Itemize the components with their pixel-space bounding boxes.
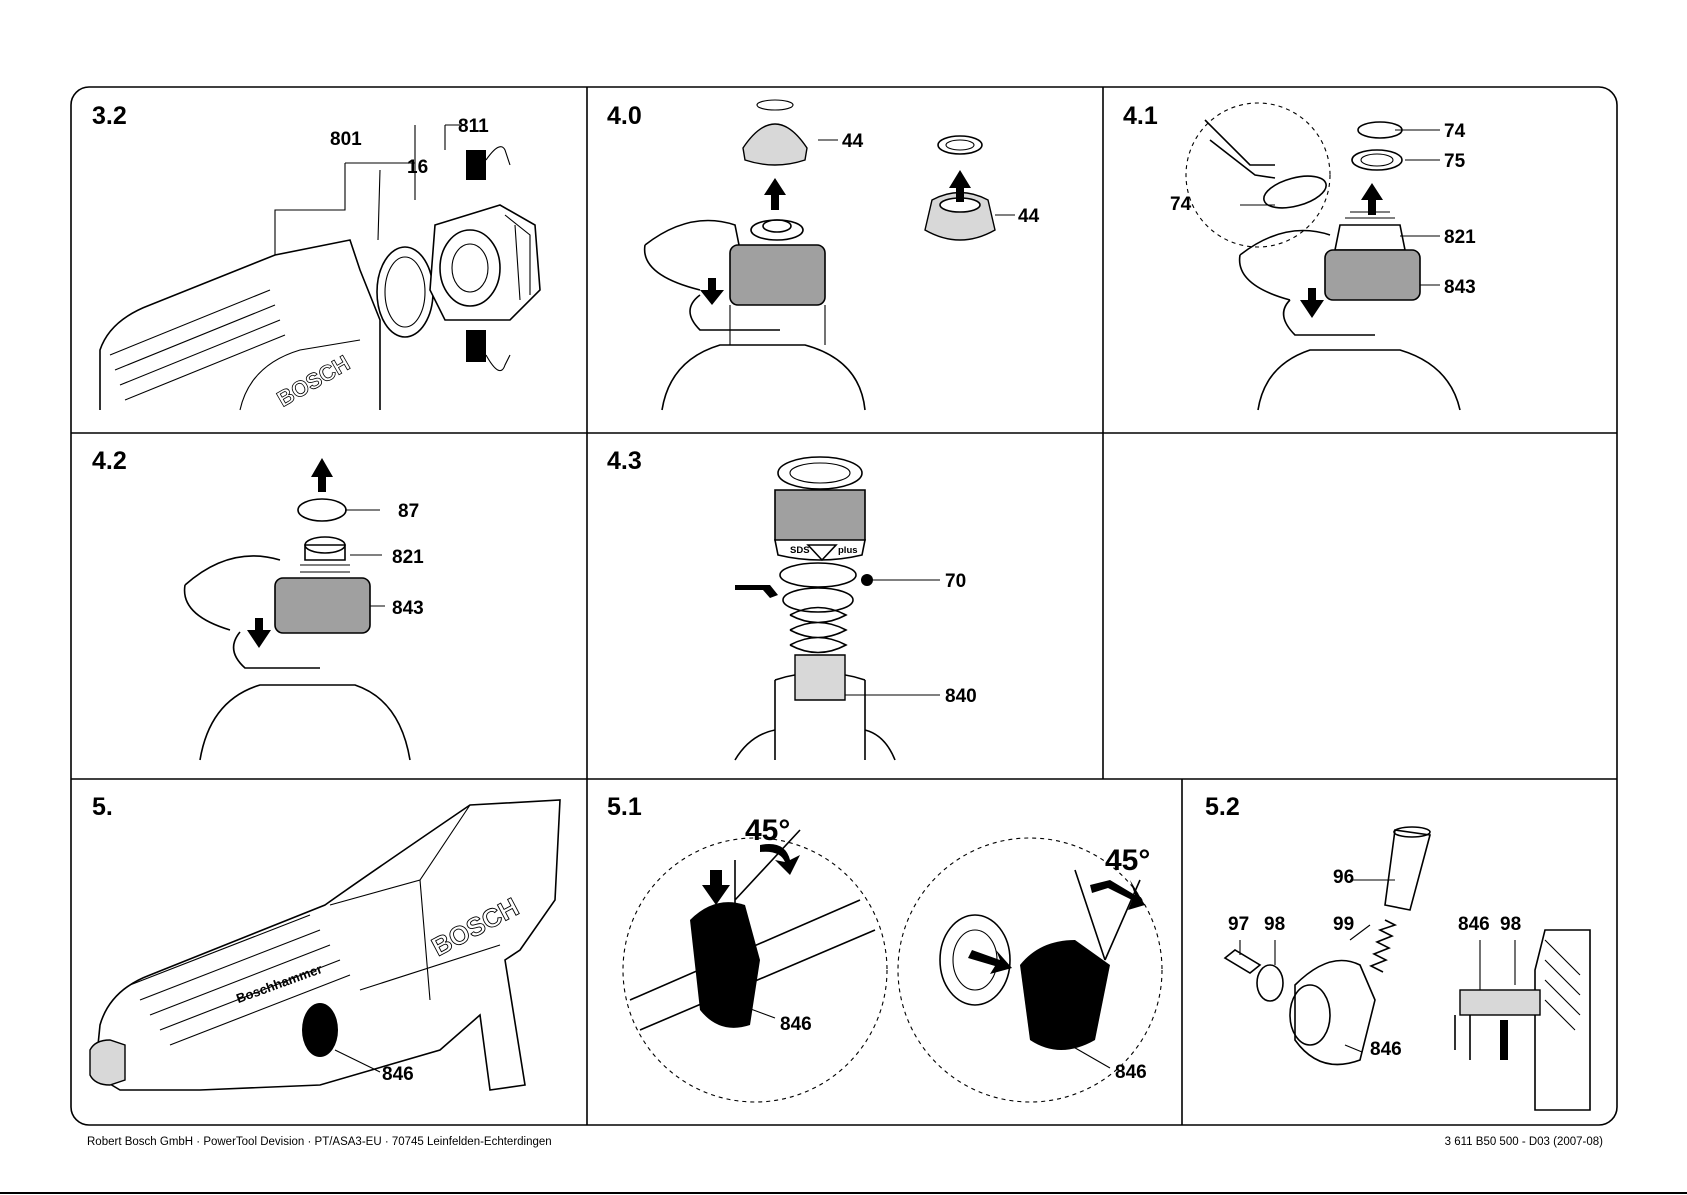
label-75: 75 — [1444, 151, 1466, 172]
label-821: 821 — [392, 547, 424, 568]
label-98: 98 — [1264, 914, 1285, 935]
arrow-down-icon — [1300, 288, 1324, 318]
footer-company-address: Robert Bosch GmbH · PowerTool Devision ·… — [87, 1136, 552, 1148]
tool-collar — [775, 490, 865, 548]
label-811: 811 — [458, 116, 489, 137]
label-87: 87 — [398, 501, 419, 522]
panel-3-2: 3.2 BOSCH 801 16 811 — [92, 102, 540, 412]
lock-ball-tool — [735, 585, 778, 598]
label-97: 97 — [1228, 914, 1249, 935]
label-801: 801 — [330, 129, 362, 150]
label-74: 74 — [1444, 121, 1466, 142]
selector-knob — [1020, 940, 1110, 1050]
pin — [1225, 950, 1260, 973]
label-70: 70 — [945, 571, 966, 592]
panel-5-1: 5.1 45° 846 45° 846 — [607, 793, 1162, 1102]
pliers — [1205, 120, 1275, 178]
panel-number: 4.3 — [607, 447, 642, 475]
panel-number: 4.0 — [607, 102, 642, 130]
model-text: Boschhammer — [234, 961, 324, 1006]
panel-number: 3.2 — [92, 102, 127, 130]
collar-text-sds: SDS — [790, 545, 810, 556]
arrow-down-icon — [247, 618, 271, 648]
rotate-arrow-icon — [760, 844, 800, 875]
lock-ball — [861, 574, 873, 586]
panel-number: 5.1 — [607, 793, 642, 821]
arrow-up-icon — [764, 178, 786, 210]
angle-45: 45° — [745, 814, 790, 847]
label-846: 846 — [780, 1014, 812, 1035]
label-44: 44 — [842, 131, 864, 152]
panel-4-1: 4.1 74 75 74 821 843 — [1123, 102, 1476, 410]
o-ring — [1257, 965, 1283, 1001]
svg-text:BOSCH: BOSCH — [273, 350, 354, 411]
panel-number: 5.2 — [1205, 793, 1240, 821]
tool-collar — [730, 245, 825, 305]
label-98: 98 — [1500, 914, 1521, 935]
label-96: 96 — [1333, 867, 1354, 888]
rotate-arrow-icon — [1090, 880, 1145, 910]
arrow-down-icon — [700, 278, 724, 305]
angle-45: 45° — [1105, 844, 1150, 877]
panel-4-3: 4.3 SDS plus 70 840 — [607, 447, 977, 760]
panel-number: 4.1 — [1123, 102, 1158, 130]
retaining-ring — [298, 499, 346, 521]
panel-5: 5. BOSCH Boschhammer 846 — [90, 793, 560, 1090]
label-846: 846 — [1370, 1039, 1402, 1060]
arrow-right-icon — [968, 950, 1012, 974]
detent-sleeve — [1385, 830, 1430, 910]
panel-4-0: 4.0 44 44 — [607, 100, 1040, 410]
label-44: 44 — [1018, 206, 1040, 227]
arrow-up-icon — [1361, 183, 1383, 215]
label-821: 821 — [1444, 227, 1476, 248]
panel-4-2: 4.2 87 821 843 — [92, 447, 424, 760]
arrow-down-icon — [702, 870, 730, 905]
label-843: 843 — [392, 598, 424, 619]
label-846: 846 — [1115, 1062, 1147, 1083]
collar-text-plus: plus — [838, 545, 858, 556]
label-99: 99 — [1333, 914, 1354, 935]
brand-text: BOSCH — [427, 891, 524, 962]
brush-holder — [430, 205, 540, 320]
tool-collar — [1325, 250, 1420, 300]
panel-number: 5. — [92, 793, 113, 821]
label-840: 840 — [945, 686, 977, 707]
drill-housing — [100, 240, 380, 410]
dust-cap — [743, 124, 807, 165]
label-846: 846 — [1458, 914, 1490, 935]
label-843: 843 — [1444, 277, 1476, 298]
carbon-brush-bottom — [466, 330, 486, 362]
washer — [1352, 150, 1402, 170]
spring — [1371, 920, 1395, 972]
label-74: 74 — [1170, 194, 1192, 215]
carbon-brush-top — [466, 150, 486, 180]
label-846: 846 — [382, 1064, 414, 1085]
tool-collar — [275, 578, 370, 633]
selector-knob — [1295, 961, 1375, 1065]
panel-5-2: 5.2 96 97 98 99 846 846 98 — [1205, 793, 1590, 1110]
arrow-up-icon — [311, 458, 333, 492]
selector-knob — [302, 1003, 338, 1057]
label-16: 16 — [407, 157, 428, 178]
spring — [790, 608, 846, 653]
footer-document-number: 3 611 B50 500 - D03 (2007-08) — [1445, 1136, 1604, 1148]
panel-number: 4.2 — [92, 447, 127, 475]
